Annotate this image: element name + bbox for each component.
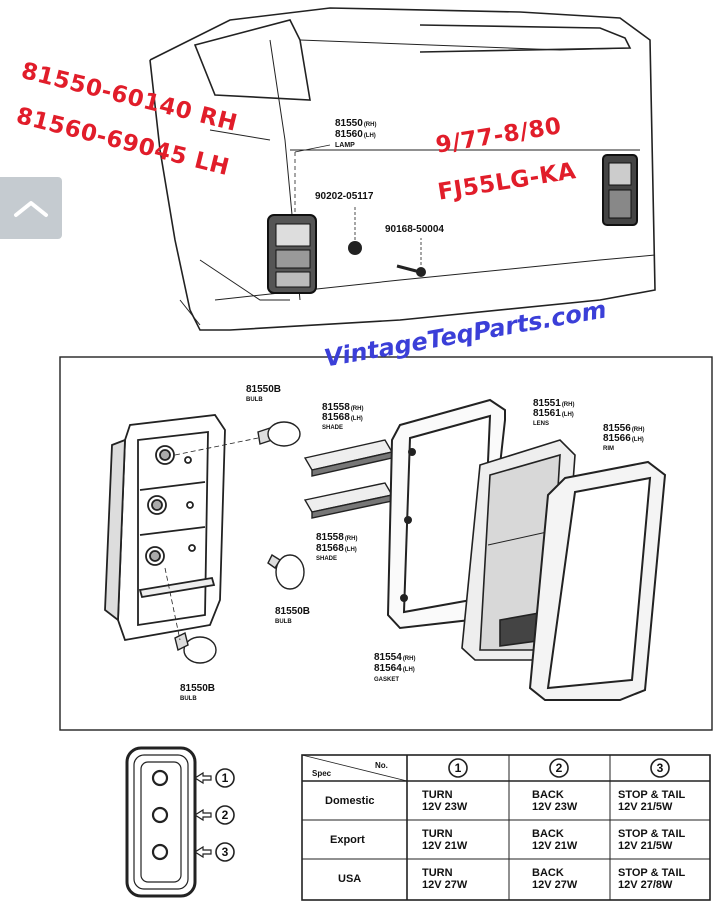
svg-text:81550B: 81550B (275, 606, 310, 617)
svg-text:81550B: 81550B (246, 384, 281, 395)
svg-text:LAMP: LAMP (335, 142, 355, 149)
svg-text:81558(RH): 81558(RH) (322, 402, 363, 413)
svg-text:STOP & TAIL: STOP & TAIL (618, 867, 686, 879)
svg-text:81564(LH): 81564(LH) (374, 663, 415, 674)
svg-text:BACK: BACK (532, 867, 564, 879)
vehicle-lamp-rh (602, 154, 638, 226)
svg-text:81566(LH): 81566(LH) (603, 433, 644, 444)
table-row-usa: USA (338, 873, 361, 885)
svg-text:BULB: BULB (246, 397, 263, 403)
bulb-spec-table (301, 754, 711, 901)
svg-text:BULB: BULB (180, 696, 197, 702)
svg-text:81560(LH): 81560(LH) (335, 129, 376, 140)
svg-text:12V 21/5W: 12V 21/5W (618, 840, 673, 852)
lamp-housing (104, 414, 226, 642)
table-col-3: 3 (657, 761, 664, 775)
svg-text:TURN: TURN (422, 789, 453, 801)
callout-shade-middle: 81558(RH) 81568(LH) SHADE (316, 532, 357, 562)
callout-bulb-top: 81550B BULB (246, 384, 281, 403)
table-corner-no: No. (375, 761, 388, 770)
table-cells: TURN 12V 23W BACK 12V 23W STOP & TAIL 12… (422, 789, 686, 891)
callout-rim: 81556(RH) 81566(LH) RIM (603, 423, 644, 452)
svg-text:TURN: TURN (422, 828, 453, 840)
svg-text:TURN: TURN (422, 867, 453, 879)
socket-label-2: 2 (222, 808, 229, 822)
table-col-1: 1 (455, 761, 462, 775)
socket-1-icon (151, 769, 169, 787)
svg-text:12V 23W: 12V 23W (422, 801, 468, 813)
shade-top (303, 439, 394, 477)
vehicle-lamp-lh (267, 214, 317, 294)
svg-text:81558(RH): 81558(RH) (316, 532, 357, 543)
vehicle-callout-lamp: 81550(RH) 81560(LH) LAMP (335, 118, 376, 149)
svg-text:12V 23W: 12V 23W (532, 801, 578, 813)
svg-text:12V 27W: 12V 27W (422, 879, 468, 891)
svg-text:12V 27/8W: 12V 27/8W (618, 879, 673, 891)
svg-text:81561(LH): 81561(LH) (533, 408, 574, 419)
bulb-top (257, 421, 301, 447)
socket-label-3: 3 (222, 845, 229, 859)
callout-lens: 81551(RH) 81561(LH) LENS (533, 398, 574, 427)
socket-3-icon (151, 843, 169, 861)
svg-text:81550B: 81550B (180, 683, 215, 694)
svg-text:BULB: BULB (275, 619, 292, 625)
vehicle-callout-screw: 90168-50004 (385, 224, 444, 235)
rim (528, 460, 667, 701)
callout-bulb-bottom: 81550B BULB (180, 683, 215, 702)
svg-text:12V 21W: 12V 21W (422, 840, 468, 852)
svg-text:81550(RH): 81550(RH) (335, 118, 376, 129)
exploded-view-frame (59, 356, 713, 731)
table-row-export: Export (330, 834, 365, 846)
svg-text:81556(RH): 81556(RH) (603, 423, 644, 434)
svg-text:GASKET: GASKET (374, 677, 399, 683)
svg-text:STOP & TAIL: STOP & TAIL (618, 789, 686, 801)
svg-text:81554(RH): 81554(RH) (374, 652, 415, 663)
svg-text:81568(LH): 81568(LH) (322, 412, 363, 423)
table-corner-spec: Spec (312, 769, 332, 778)
table-col-2: 2 (556, 761, 563, 775)
callout-bulb-middle: 81550B BULB (275, 606, 310, 625)
bulb-bottom (174, 631, 217, 664)
svg-text:LENS: LENS (533, 421, 549, 427)
socket-label-1: 1 (222, 771, 229, 785)
vehicle-callout-nut: 90202-05117 (315, 191, 374, 202)
svg-text:BACK: BACK (532, 789, 564, 801)
chevron-up-icon (14, 201, 48, 217)
vehicle-screw (396, 238, 426, 277)
callout-gasket: 81554(RH) 81564(LH) GASKET (374, 652, 415, 683)
svg-text:STOP & TAIL: STOP & TAIL (618, 828, 686, 840)
svg-text:SHADE: SHADE (322, 425, 343, 431)
bulb-middle (267, 553, 305, 590)
svg-text:SHADE: SHADE (316, 556, 337, 562)
callout-shade-top: 81558(RH) 81568(LH) SHADE (322, 402, 363, 431)
svg-text:81568(LH): 81568(LH) (316, 543, 357, 554)
svg-text:12V 21/5W: 12V 21/5W (618, 801, 673, 813)
svg-text:BACK: BACK (532, 828, 564, 840)
scroll-up-button[interactable] (0, 177, 62, 239)
svg-text:RIM: RIM (603, 446, 614, 452)
socket-diagram (125, 746, 235, 898)
vehicle-nut (348, 205, 362, 255)
socket-2-icon (151, 806, 169, 824)
svg-text:12V 27W: 12V 27W (532, 879, 578, 891)
table-row-domestic: Domestic (325, 795, 375, 807)
svg-text:81551(RH): 81551(RH) (533, 398, 574, 409)
svg-text:12V 21W: 12V 21W (532, 840, 578, 852)
vehicle-rear-outline (149, 7, 656, 331)
shade-middle (303, 482, 394, 519)
